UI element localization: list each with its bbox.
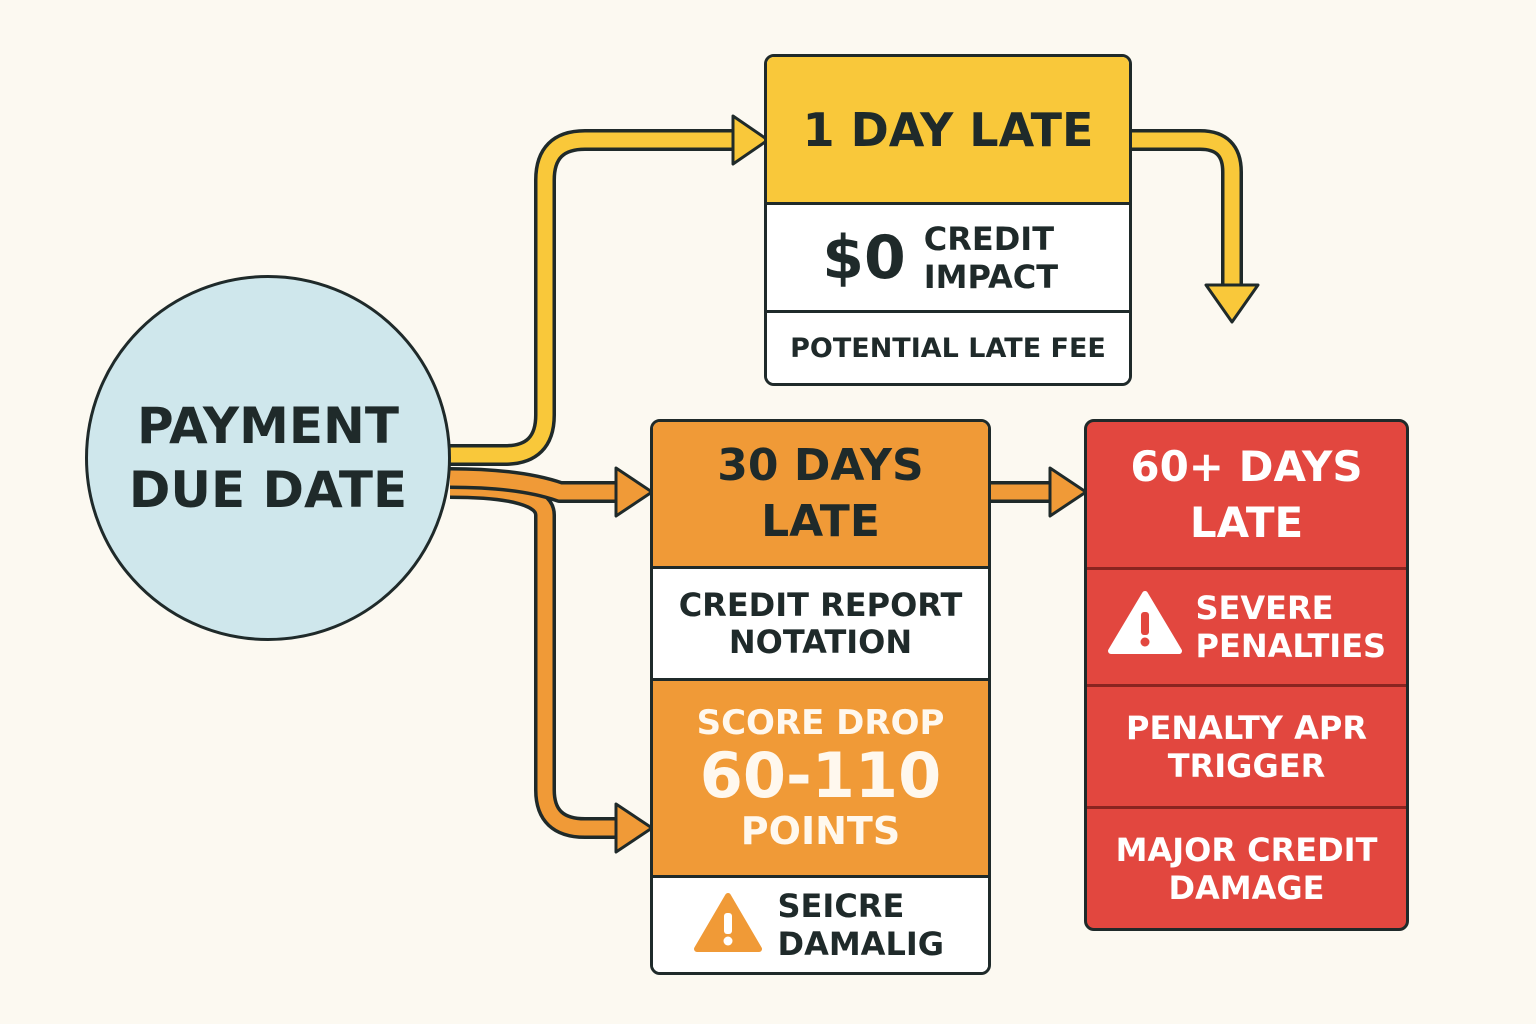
one-day-late-box: 1 DAY LATE $0 CREDIT IMPACT POTENTIAL LA… <box>764 54 1132 386</box>
credit-report-notation-row: CREDIT REPORT NOTATION <box>653 566 988 678</box>
major-credit-damage-label: MAJOR CREDIT DAMAGE <box>1115 830 1378 907</box>
penalty-apr-row: PENALTY APR TRIGGER <box>1087 684 1406 806</box>
score-drop-row: SCORE DROP 60-110 POINTS <box>653 678 988 875</box>
arrow-to-1-day <box>450 114 770 466</box>
late-fee-row: POTENTIAL LATE FEE <box>767 310 1129 383</box>
credit-impact-amount: $0 <box>822 222 906 293</box>
major-credit-damage-row: MAJOR CREDIT DAMAGE <box>1087 806 1406 928</box>
arrow-to-30-days <box>449 466 654 854</box>
one-day-late-title: 1 DAY LATE <box>802 102 1094 157</box>
one-day-late-header: 1 DAY LATE <box>767 57 1129 202</box>
credit-impact-label: CREDIT IMPACT <box>923 219 1059 296</box>
damage-warning-row: SEICRE DAMALIG <box>653 875 988 972</box>
payment-due-date-label: PAYMENT DUE DATE <box>128 397 408 519</box>
late-fee-label: POTENTIAL LATE FEE <box>790 332 1106 364</box>
penalty-apr-label: PENALTY APR TRIGGER <box>1126 708 1367 785</box>
severe-penalties-row: SEVERE PENALTIES <box>1087 567 1406 684</box>
arrow-to-60-days <box>989 466 1088 518</box>
score-drop-label: SCORE DROP <box>696 703 945 743</box>
arrow-from-1-day <box>1132 129 1260 324</box>
credit-report-notation-label: CREDIT REPORT NOTATION <box>678 585 963 661</box>
thirty-days-late-title: 30 DAYS LATE <box>717 440 924 547</box>
damage-warning-label: SEICRE DAMALIG <box>777 887 945 963</box>
warning-icon <box>693 893 762 957</box>
severe-penalties-label: SEVERE PENALTIES <box>1195 589 1387 665</box>
sixty-plus-days-late-title: 60+ DAYS LATE <box>1130 441 1363 547</box>
thirty-days-late-header: 30 DAYS LATE <box>653 422 988 566</box>
sixty-plus-days-late-box: 60+ DAYS LATE SEVERE PENALTIES PENALTY A… <box>1084 419 1409 931</box>
thirty-days-late-box: 30 DAYS LATE CREDIT REPORT NOTATION SCOR… <box>650 419 991 975</box>
sixty-plus-days-late-header: 60+ DAYS LATE <box>1087 422 1406 567</box>
warning-icon <box>1107 591 1182 663</box>
payment-due-date-node: PAYMENT DUE DATE <box>85 275 451 641</box>
score-drop-range: 60-110 <box>699 739 942 812</box>
credit-impact-row: $0 CREDIT IMPACT <box>767 202 1129 310</box>
score-drop-unit: POINTS <box>740 809 901 853</box>
